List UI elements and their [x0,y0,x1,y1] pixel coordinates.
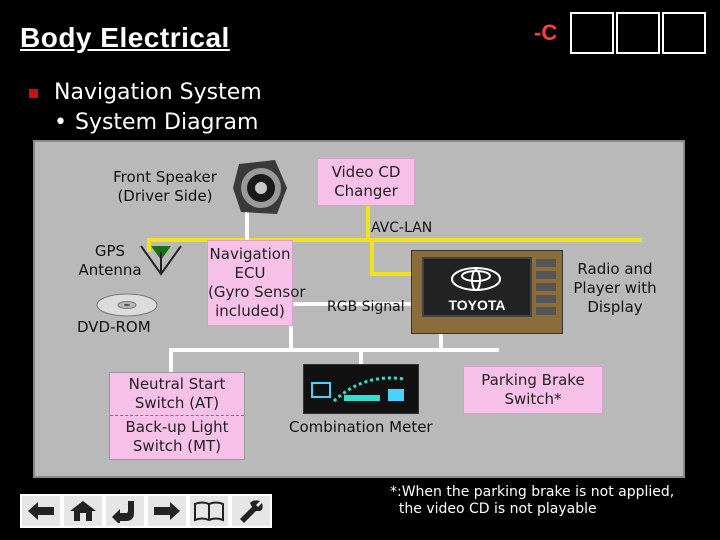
return-button[interactable] [104,494,146,528]
outline-item: Navigation System [54,80,262,105]
home-icon [70,501,96,521]
bus-wire-meter [359,348,363,366]
avc-lan-to-radio [370,272,412,276]
parking-brake-switch-box: Parking Brake Switch* [463,366,603,414]
switch-box: Neutral Start Switch (AT) Back-up Light … [109,372,245,460]
gps-antenna-label: GPS Antenna [78,242,142,279]
avc-lan-label: AVC-LAN [371,220,433,236]
tools-icon [240,500,263,523]
header-box-2 [616,12,660,54]
dvd-rom-label: DVD-ROM [77,318,151,336]
neutral-start-switch-label: Neutral Start Switch (AT) [110,373,244,416]
bus-wire-switch [169,348,173,374]
backup-light-switch-label: Back-up Light Switch (MT) [125,418,229,455]
wire-parking-brake [439,348,499,352]
front-speaker-label: Front Speaker (Driver Side) [113,168,217,205]
video-cd-changer-box: Video CD Changer [317,158,415,206]
rgb-wire [293,302,413,306]
back-button[interactable] [20,494,62,528]
bus-wire-ecu [289,324,293,350]
speaker-icon [231,158,291,216]
bullet-icon [29,89,38,98]
next-button[interactable] [146,494,188,528]
radio-buttons-icon [536,259,556,319]
toyota-logo-text: TOYOTA [448,297,506,313]
footnote: *:When the parking brake is not applied,… [390,484,675,517]
disc-icon [95,290,159,320]
avc-lan-drop-radio [370,240,374,274]
antenna-icon [139,242,183,276]
bus-wire-radio [439,322,443,352]
book-button[interactable] [188,494,230,528]
header-box-3 [662,12,706,54]
book-icon [194,501,224,522]
next-icon [154,502,180,520]
navigation-ecu-box: Navigation ECU (Gyro Sensor included) [207,240,306,326]
header-box-1 [570,12,614,54]
outline-sub-item-label: System Diagram [74,110,259,135]
avc-lan-drop-cd [366,206,370,240]
home-button[interactable] [62,494,104,528]
rgb-signal-label: RGB Signal [327,299,405,315]
avc-lan-wire [147,238,642,242]
tools-button[interactable] [230,494,272,528]
section-code: -C [534,20,558,45]
outline-sub-item: • System Diagram [54,110,258,135]
combination-meter-icon [303,364,419,414]
combination-meter-label: Combination Meter [289,418,433,436]
avc-lan-drop-ecu [147,240,151,252]
page-title: Body Electrical [20,22,230,53]
toyota-emblem-icon [450,267,502,291]
wire-speaker [245,188,249,252]
back-icon [28,502,54,520]
radio-screen: TOYOTA [422,257,532,317]
dot-bullet-icon: • [54,110,67,135]
system-diagram: Front Speaker (Driver Side) Video CD Cha… [33,140,685,478]
radio-display-unit: TOYOTA [411,250,563,334]
return-icon [112,501,134,523]
bus-wire [169,348,443,352]
radio-player-label: Radio and Player with Display [573,260,657,316]
